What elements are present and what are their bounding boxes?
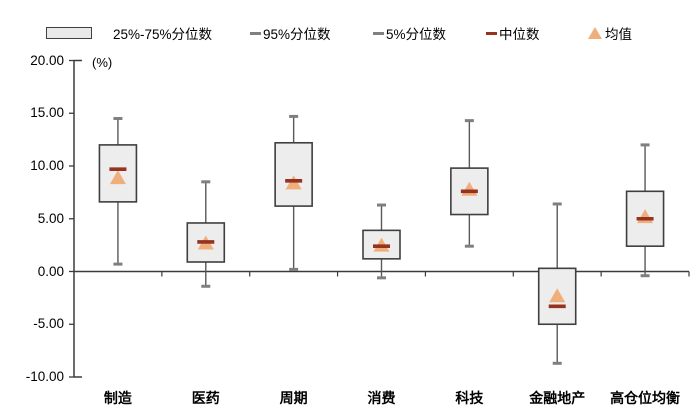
legend-item-label: 5%分位数 xyxy=(386,27,447,42)
mean-marker xyxy=(549,288,566,303)
x-category-label: 医药 xyxy=(191,390,220,406)
legend-item-p5: 5%分位数 xyxy=(373,22,446,44)
mean-marker xyxy=(109,170,126,185)
iqr-box xyxy=(274,141,313,207)
x-category-label: 科技 xyxy=(455,390,484,406)
mean-triangle-icon xyxy=(588,27,602,39)
y-tick-label: 20.00 xyxy=(30,52,64,68)
legend-item-mean: 均值 xyxy=(588,22,632,44)
median-dash-icon xyxy=(486,31,497,35)
iqr-box xyxy=(362,229,401,260)
y-axis-unit-label: (%) xyxy=(92,55,113,70)
legend-item-label: 95%分位数 xyxy=(263,27,331,42)
legend-item-p95: 95%分位数 xyxy=(250,22,331,44)
x-category-label: 周期 xyxy=(279,390,308,406)
legend-item-iqr: 25%-75%分位数 xyxy=(46,22,212,44)
legend-item-label: 25%-75%分位数 xyxy=(113,27,213,42)
x-category-label: 制造 xyxy=(103,390,132,406)
y-tick-label: -10.00 xyxy=(25,369,64,384)
iqr-box-icon xyxy=(46,27,92,39)
legend-item-label: 中位数 xyxy=(499,27,540,42)
legend-item-label: 均值 xyxy=(605,27,632,42)
p95-dash-icon xyxy=(250,31,261,35)
y-tick-label: -5.00 xyxy=(33,316,64,332)
y-tick-label: 5.00 xyxy=(37,210,64,226)
legend: 25%-75%分位数 95%分位数 5%分位数 中位数 均值 xyxy=(0,22,700,44)
y-tick-label: 10.00 xyxy=(30,158,64,173)
x-category-label: 高仓位均衡 xyxy=(610,390,681,406)
p5-dash-icon xyxy=(373,31,384,35)
y-tick-label: 15.00 xyxy=(30,105,64,121)
iqr-box xyxy=(450,167,489,216)
x-category-label: 金融地产 xyxy=(529,390,586,406)
x-category-label: 消费 xyxy=(367,390,396,406)
legend-item-median: 中位数 xyxy=(486,22,540,44)
y-tick-label: 0.00 xyxy=(37,263,64,279)
